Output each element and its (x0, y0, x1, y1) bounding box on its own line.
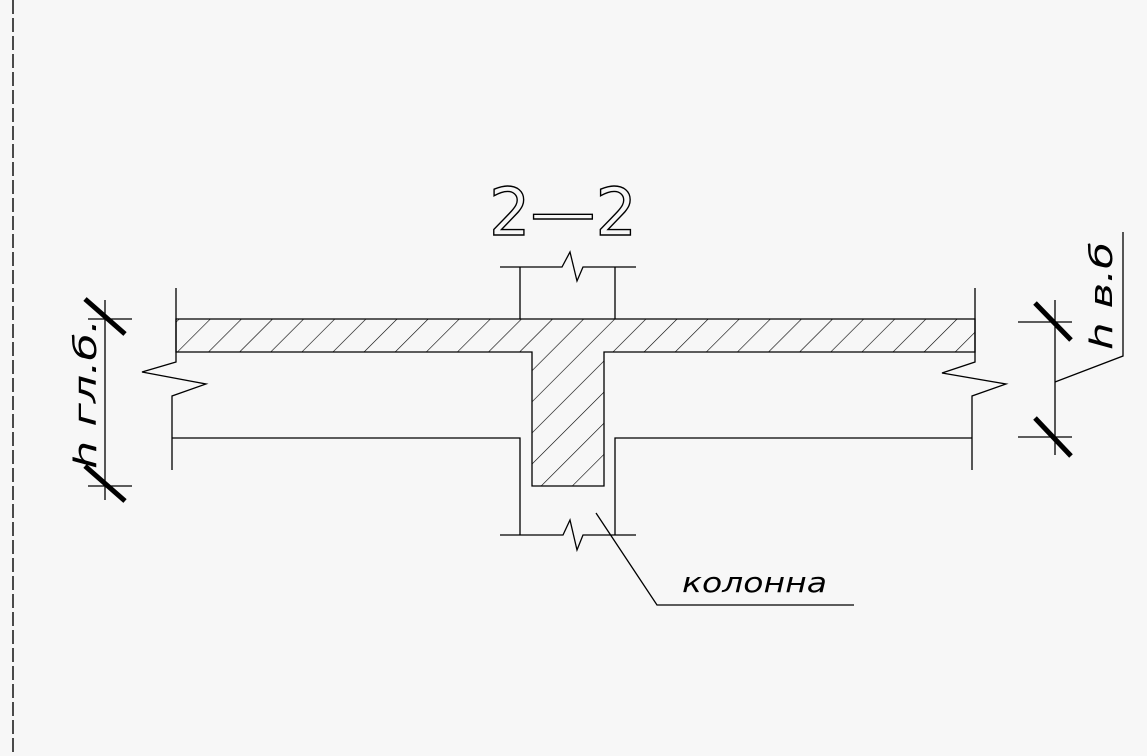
dimension-tick (1035, 303, 1071, 340)
slab-right-break (942, 288, 1006, 470)
column-top-break (500, 252, 636, 319)
dimension-tick (85, 466, 125, 501)
dimension-secondary-beam (1018, 232, 1123, 456)
column-bottom-break (500, 520, 636, 550)
dimension-main-beam (85, 299, 132, 501)
column-label: колонна (682, 566, 827, 599)
slab-beam-section (176, 319, 975, 486)
dimension-secondary-beam-label: h в.б (1084, 242, 1120, 350)
secondary-beam-outline (172, 438, 972, 535)
dimension-main-beam-label: h гл.б. (68, 319, 104, 469)
dimension-tick (85, 299, 125, 334)
section-title: 2—2 (489, 174, 637, 251)
dimension-tick (1035, 418, 1071, 456)
column-leader-line (596, 513, 854, 605)
slab-left-break (142, 288, 206, 470)
